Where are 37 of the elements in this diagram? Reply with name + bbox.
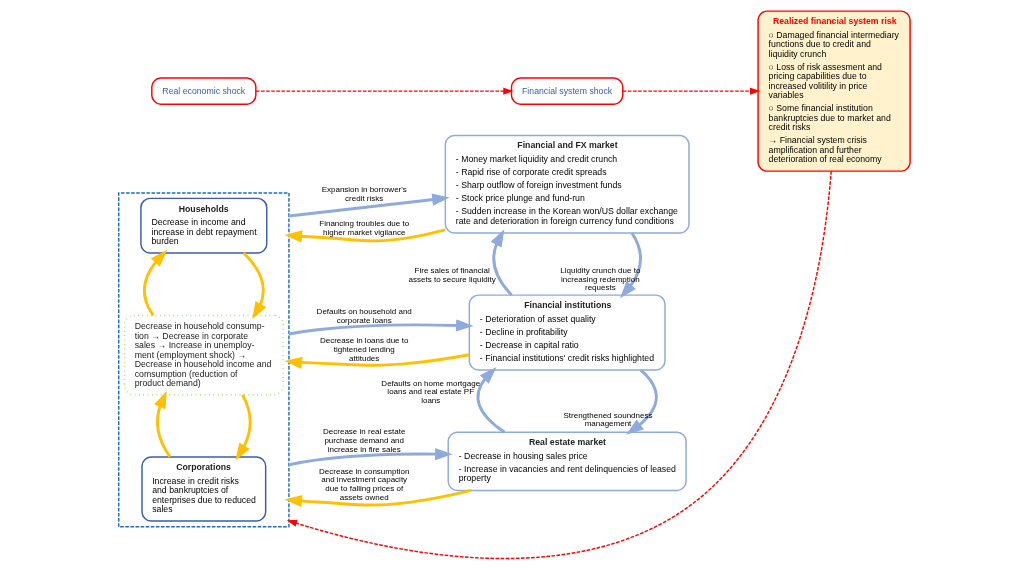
arrow: [625, 369, 658, 435]
node-box: Real estate market - Decrease in housing sales price - Increase in vacancies and rent delinquencies of leased property: [447, 431, 687, 492]
node-box: Real economic shock: [150, 77, 257, 105]
edge-label: Decrease in consumption and investment capacity due to falling prices of assets owned: [318, 466, 409, 502]
node-box: Corporations Increase in credit risks and bankruptcies of enterprises due to reduced sales: [140, 456, 266, 522]
arrow: [284, 489, 471, 508]
edge-label: Strengthened soundness management: [563, 410, 652, 429]
edge-label: Financing troubles due to higher market vigilance: [318, 219, 409, 237]
node-box: Financial system shock: [510, 77, 623, 105]
edge-label: Defaults on household and corporate loans: [316, 307, 412, 325]
edge-label: Fire sales of financial assets to secure liquidity: [408, 266, 496, 284]
node-box: Decrease in household consump- tion → Decrease in corporate sales → Increase in unemploy- ment (employment shock) → Decrease in household income and comsumption (reduction of product demand): [123, 314, 284, 396]
arrow: [234, 394, 252, 461]
arrow: [490, 229, 513, 296]
arrow: [288, 447, 453, 467]
edge-label: Expansion in borrower's credit risks: [321, 185, 407, 203]
arrow: [476, 366, 505, 434]
edge-label: Decrease in loans due to tightened lending attitudes: [319, 336, 408, 363]
arrow: [284, 228, 445, 243]
arrow: [284, 353, 470, 369]
edge-label: Defaults on home mortgage loans and real estate PF loans: [380, 378, 480, 406]
arrow: [619, 232, 642, 299]
node-box: Financial institutions - Deterioration of asset quality - Decline in profitability - Decrease in capital ratio - Financial institutions' credit risks highlighted: [468, 294, 666, 371]
arrow: [254, 87, 513, 95]
node-box: Households Decrease in income and increase in debt repayment burden: [139, 197, 267, 254]
arrow: [153, 390, 171, 458]
edge-label: Liquidity crunch due to increasing redemption requests: [559, 265, 640, 293]
arrow: [142, 249, 167, 317]
node-box: Realized financial system risk ○ Damaged financial intermediary functions due to credit and liquidity crunch ○ Loss of risk assesment and pricing capabilities due to increased volitility in price variables ○ Some financial institution bankruptcies due to market and credit risks → Financial system crisis amplification and further deterioration of real economy: [756, 10, 911, 172]
arrow: [621, 87, 760, 95]
arrow: [241, 252, 266, 320]
edge-label: Decrease in real estate purchase demand and increase in fire sales: [322, 427, 405, 454]
arrow: [286, 170, 832, 560]
arrow: [288, 319, 474, 336]
arrow: [288, 193, 450, 218]
cluster: [117, 192, 290, 528]
node-box: Financial and FX market - Money market liquidity and credit crunch - Rapid rise of corporate credit spreads - Sharp outflow of foreign investment funds - Stock price plunge and fund-run - Sudden increase in the Korean won/US dollar exchange rate and deterioration in foreign currency fund conditions: [444, 134, 690, 234]
